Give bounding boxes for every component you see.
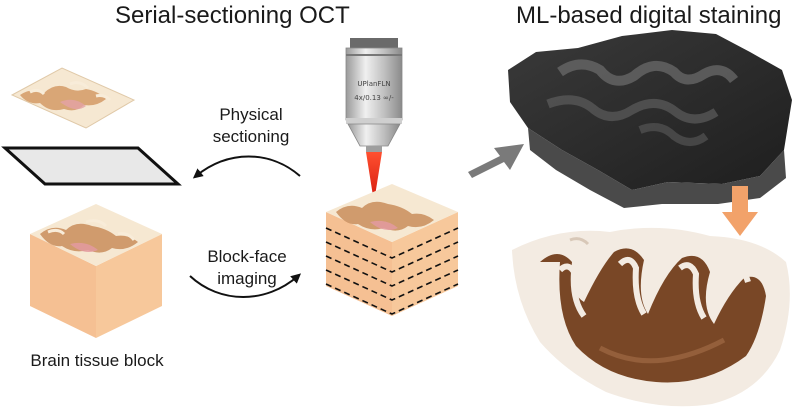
gray-transition-arrow [468,144,524,178]
physical-sectioning-arrow [192,155,301,179]
title-serial-sectioning-oct: Serial-sectioning OCT [115,2,350,29]
orange-down-arrow [722,186,758,236]
label-physical-sectioning-line1: Physical [219,105,283,124]
objective-lens [345,38,403,152]
objective-text-line2: 4x/0.13 ∞/- [354,94,394,102]
title-ml-digital-staining: ML-based digital staining [516,2,782,29]
laser-beam [366,152,382,196]
objective-text-line1: UPlanFLN [357,80,391,88]
digital-stained-section [512,227,790,407]
label-physical-sectioning-line2: sectioning [212,127,290,146]
label-brain-tissue-block: Brain tissue block [30,351,164,370]
glass-slide [1,146,182,186]
block-face-imaging-arrow [189,273,302,298]
brain-tissue-block [30,204,162,338]
tissue-slice-top [10,67,136,129]
label-physical-sectioning: Physical sectioning [196,104,306,148]
oct-volume-render [508,30,792,208]
label-block-face-imaging-line2: imaging [217,269,277,288]
label-block-face-imaging-line1: Block-face [207,247,287,266]
label-block-face-imaging: Block-face imaging [192,246,302,290]
imaged-tissue-block [325,184,459,316]
